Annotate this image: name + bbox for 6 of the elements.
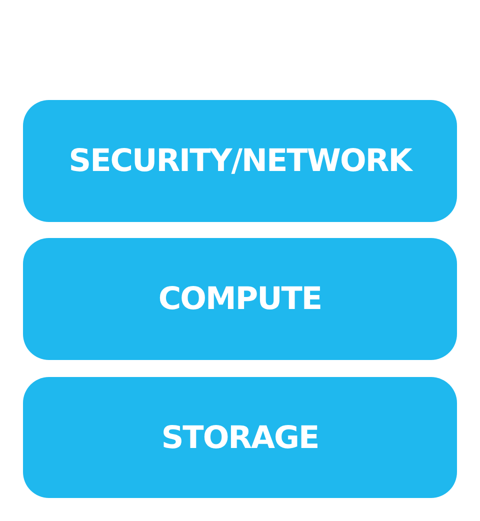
layer-box xyxy=(23,238,457,360)
layer-label: STORAGE xyxy=(161,420,319,456)
layer-label: SECURITY/NETWORK xyxy=(68,143,412,179)
layer-box xyxy=(23,100,457,222)
layer-label: COMPUTE xyxy=(158,281,322,317)
layer-box xyxy=(23,377,457,498)
